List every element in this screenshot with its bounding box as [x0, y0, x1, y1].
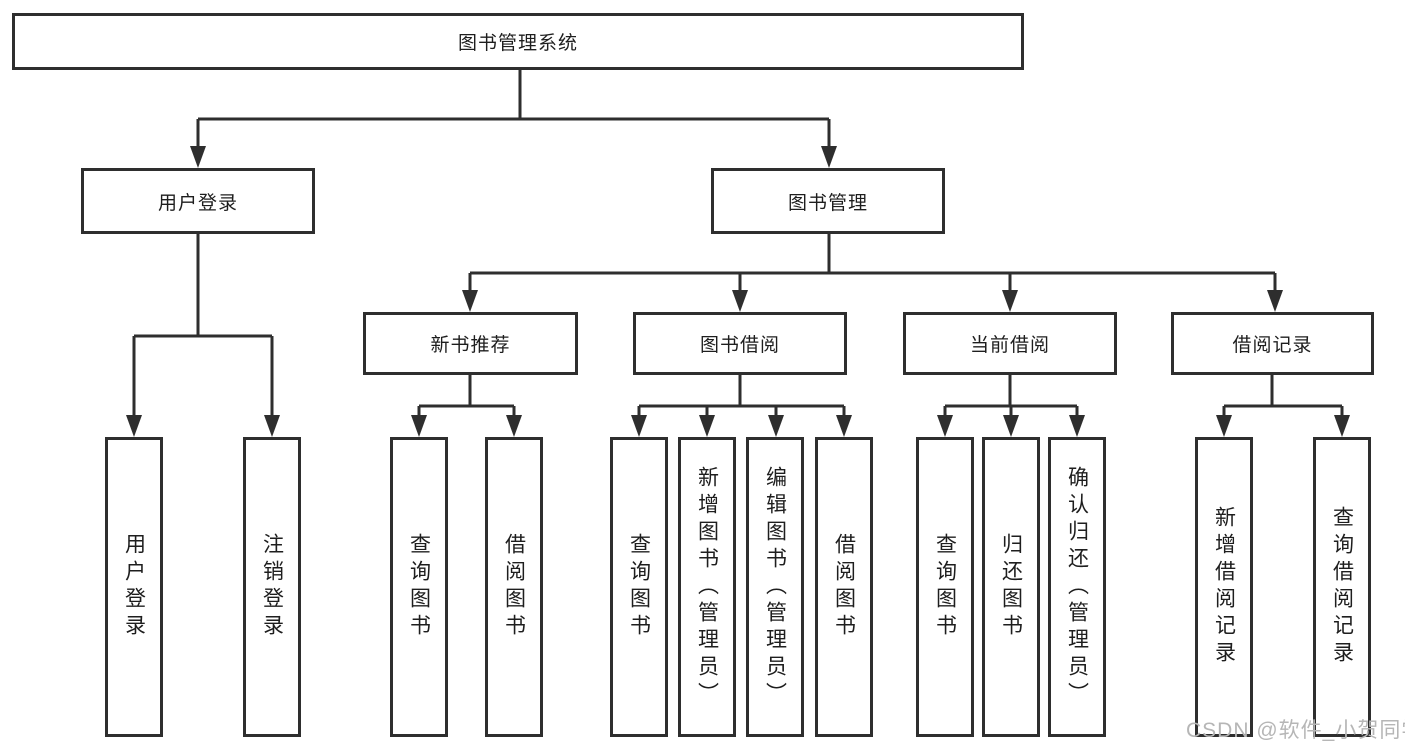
- leaf-add-borrow-record: 新增借阅记录: [1195, 437, 1253, 737]
- watermark: CSDN @软件_小贺同学: [1186, 719, 1405, 742]
- leaf-user-login: 用户登录: [105, 437, 163, 737]
- tree-edges: [132, 70, 1344, 419]
- node-new-book-recommendation: 新书推荐: [363, 312, 578, 375]
- node-book-management: 图书管理: [711, 168, 945, 234]
- leaf-return-books: 归还图书: [982, 437, 1040, 737]
- leaf-search-books-recommend: 查询图书: [390, 437, 448, 737]
- leaf-borrow-books-borrowing: 借阅图书: [815, 437, 873, 737]
- node-user-login: 用户登录: [81, 168, 315, 234]
- leaf-borrow-books-recommend: 借阅图书: [485, 437, 543, 737]
- arrowheads: [126, 146, 1350, 437]
- leaf-confirm-return-admin: 确认归还（管理员）: [1048, 437, 1106, 737]
- node-book-borrowing: 图书借阅: [633, 312, 847, 375]
- leaf-search-borrow-record: 查询借阅记录: [1313, 437, 1371, 737]
- leaf-search-books-current: 查询图书: [916, 437, 974, 737]
- leaf-edit-books-admin: 编辑图书（管理员）: [746, 437, 804, 737]
- node-borrowing-records: 借阅记录: [1171, 312, 1374, 375]
- node-library-management-system: 图书管理系统: [12, 13, 1024, 70]
- leaf-search-books-borrowing: 查询图书: [610, 437, 668, 737]
- node-current-borrowing: 当前借阅: [903, 312, 1117, 375]
- leaf-logout: 注销登录: [243, 437, 301, 737]
- leaf-add-books-admin: 新增图书（管理员）: [678, 437, 736, 737]
